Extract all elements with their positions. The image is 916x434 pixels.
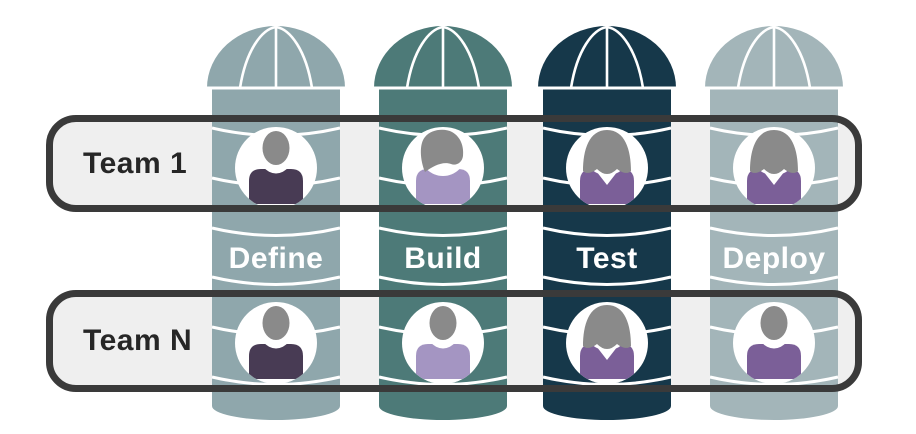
person-avatar-team-1 (747, 130, 801, 204)
stage-label-build: Build (404, 242, 482, 275)
avatar-hair (420, 129, 464, 172)
person-avatar-team-1 (249, 128, 303, 204)
dome-ribs (374, 25, 512, 90)
silo-deploy (705, 25, 843, 420)
person-avatar-team-1 (580, 130, 634, 204)
team-1-band-outline: Team 1 (46, 115, 862, 212)
stage-label-test: Test (576, 242, 638, 275)
avatar-shirt (747, 344, 801, 379)
silo-build (374, 25, 512, 420)
avatar-shirt (416, 344, 470, 379)
stage-label-define: Define (228, 242, 324, 275)
avatar-head (262, 131, 290, 165)
dome-ribs (705, 25, 843, 90)
dome-ribs (207, 25, 345, 90)
avatar-hair (583, 130, 631, 174)
avatar-hair (750, 130, 798, 174)
silo-define (207, 25, 345, 420)
person-avatar-team-n (249, 303, 303, 379)
team-1-label: Team 1 (83, 146, 188, 180)
person-avatar-team-n (747, 303, 801, 379)
avatar-head (429, 306, 457, 340)
silo-test (538, 25, 676, 420)
person-avatar-team-1 (416, 129, 470, 204)
avatar-head (760, 306, 788, 340)
dome-ribs (538, 25, 676, 90)
avatar-shirt (580, 169, 634, 204)
person-avatar-team-n (416, 303, 470, 379)
avatar-head (262, 306, 290, 340)
avatar-shirt (580, 344, 634, 379)
avatar-shirt (416, 169, 470, 204)
avatar-shirt (249, 169, 303, 204)
team-n-band-outline: Team N (46, 290, 862, 392)
person-avatar-team-n (580, 305, 634, 379)
avatar-hair (583, 305, 631, 349)
avatar-shirt (249, 344, 303, 379)
team-n-label: Team N (83, 324, 193, 357)
stage-label-deploy: Deploy (722, 242, 826, 275)
avatar-shirt (747, 169, 801, 204)
